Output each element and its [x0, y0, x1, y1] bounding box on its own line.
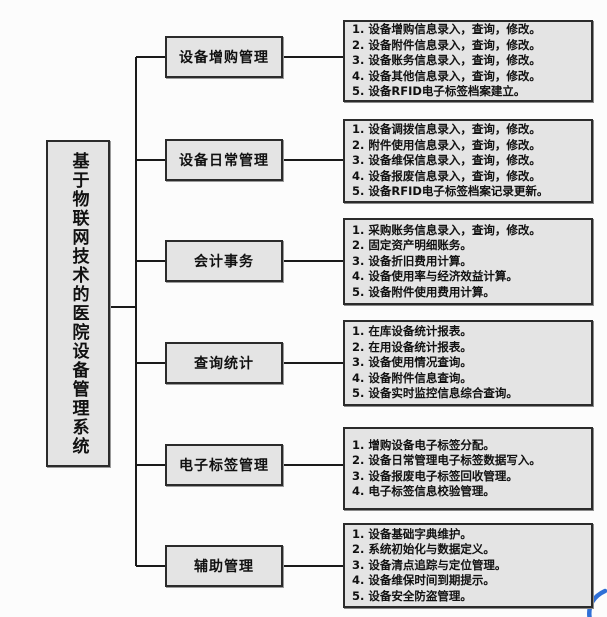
detail-item: 3. 设备报废电子标签回收管理。: [352, 468, 518, 483]
root-node-label: 基于物联网技术的医院设备管理系统: [68, 151, 89, 456]
detail-item: 5. 设备RFID电子标签档案记录更新。: [352, 184, 549, 199]
branch-label: 查询统计: [194, 356, 254, 372]
detail-item: 1. 增购设备电子标签分配。: [352, 437, 495, 452]
detail-box-equipment-purchase: 1. 设备增购信息录入，查询，修改。 2. 设备附件信息录入，查询，修改。 3.…: [343, 20, 593, 102]
detail-item: 2. 系统初始化与数据定义。: [352, 542, 495, 557]
detail-item: 5. 设备安全防盗管理。: [352, 588, 472, 603]
detail-item: 4. 设备报废信息录入，查询，修改。: [352, 168, 541, 183]
detail-box-daily-management: 1. 设备调拨信息录入，查询，修改。 2. 附件使用信息录入，查询，修改。 3.…: [343, 119, 593, 203]
branch-label: 设备日常管理: [179, 153, 269, 169]
branch-node-equipment-purchase: 设备增购管理: [165, 36, 283, 78]
branch-node-accounting: 会计事务: [165, 240, 283, 282]
detail-item: 4. 设备附件信息查询。: [352, 370, 472, 385]
branch-label: 设备增购管理: [179, 50, 269, 66]
branch-node-query-statistics: 查询统计: [165, 342, 283, 384]
detail-item: 1. 采购账务信息录入，查询，修改。: [352, 222, 541, 237]
detail-item: 1. 在库设备统计报表。: [352, 324, 472, 339]
detail-item: 2. 设备日常管理电子标签数据写入。: [352, 453, 541, 467]
detail-item: 2. 附件使用信息录入，查询，修改。: [352, 137, 541, 152]
branch-node-auxiliary: 辅助管理: [165, 545, 283, 587]
detail-item: 5. 设备附件使用费用计算。: [352, 284, 495, 299]
branch-node-etag-management: 电子标签管理: [165, 444, 283, 486]
detail-item: 5. 设备RFID电子标签档案建立。: [352, 84, 526, 99]
detail-item: 1. 设备调拨信息录入，查询，修改。: [352, 122, 541, 137]
root-node: 基于物联网技术的医院设备管理系统: [46, 140, 110, 467]
detail-item: 3. 设备维保信息录入，查询，修改。: [352, 153, 541, 168]
detail-box-auxiliary: 1. 设备基础字典维护。 2. 系统初始化与数据定义。 3. 设备清点追踪与定位…: [343, 523, 593, 608]
detail-item: 4. 设备使用率与经济效益计算。: [352, 269, 518, 284]
detail-item: 3. 设备使用情况查询。: [352, 355, 472, 370]
branch-label: 辅助管理: [194, 559, 254, 575]
detail-item: 3. 设备账务信息录入，查询，修改。: [352, 53, 541, 68]
detail-item: 4. 电子标签信息校验管理。: [352, 484, 495, 498]
detail-box-etag-management: 1. 增购设备电子标签分配。 2. 设备日常管理电子标签数据写入。 3. 设备报…: [343, 427, 593, 510]
detail-item: 2. 设备附件信息录入，查询，修改。: [352, 37, 541, 52]
branch-label: 电子标签管理: [179, 458, 269, 474]
detail-item: 2. 固定资产明细账务。: [352, 238, 472, 253]
detail-item: 3. 设备折旧费用计算。: [352, 253, 472, 268]
branch-node-daily-management: 设备日常管理: [165, 139, 283, 181]
detail-item: 1. 设备增购信息录入，查询，修改。: [352, 22, 541, 37]
branch-label: 会计事务: [194, 254, 254, 270]
detail-box-query-statistics: 1. 在库设备统计报表。 2. 在用设备统计报表。 3. 设备使用情况查询。 4…: [343, 320, 593, 406]
detail-item: 2. 在用设备统计报表。: [352, 339, 472, 354]
detail-item: 1. 设备基础字典维护。: [352, 526, 472, 541]
detail-item: 4. 设备维保时间到期提示。: [352, 573, 495, 588]
detail-box-accounting: 1. 采购账务信息录入，查询，修改。 2. 固定资产明细账务。 3. 设备折旧费…: [343, 218, 593, 305]
detail-item: 4. 设备其他信息录入，查询，修改。: [352, 68, 541, 83]
detail-item: 5. 设备实时监控信息综合查询。: [352, 386, 518, 401]
detail-item: 3. 设备清点追踪与定位管理。: [352, 557, 507, 572]
